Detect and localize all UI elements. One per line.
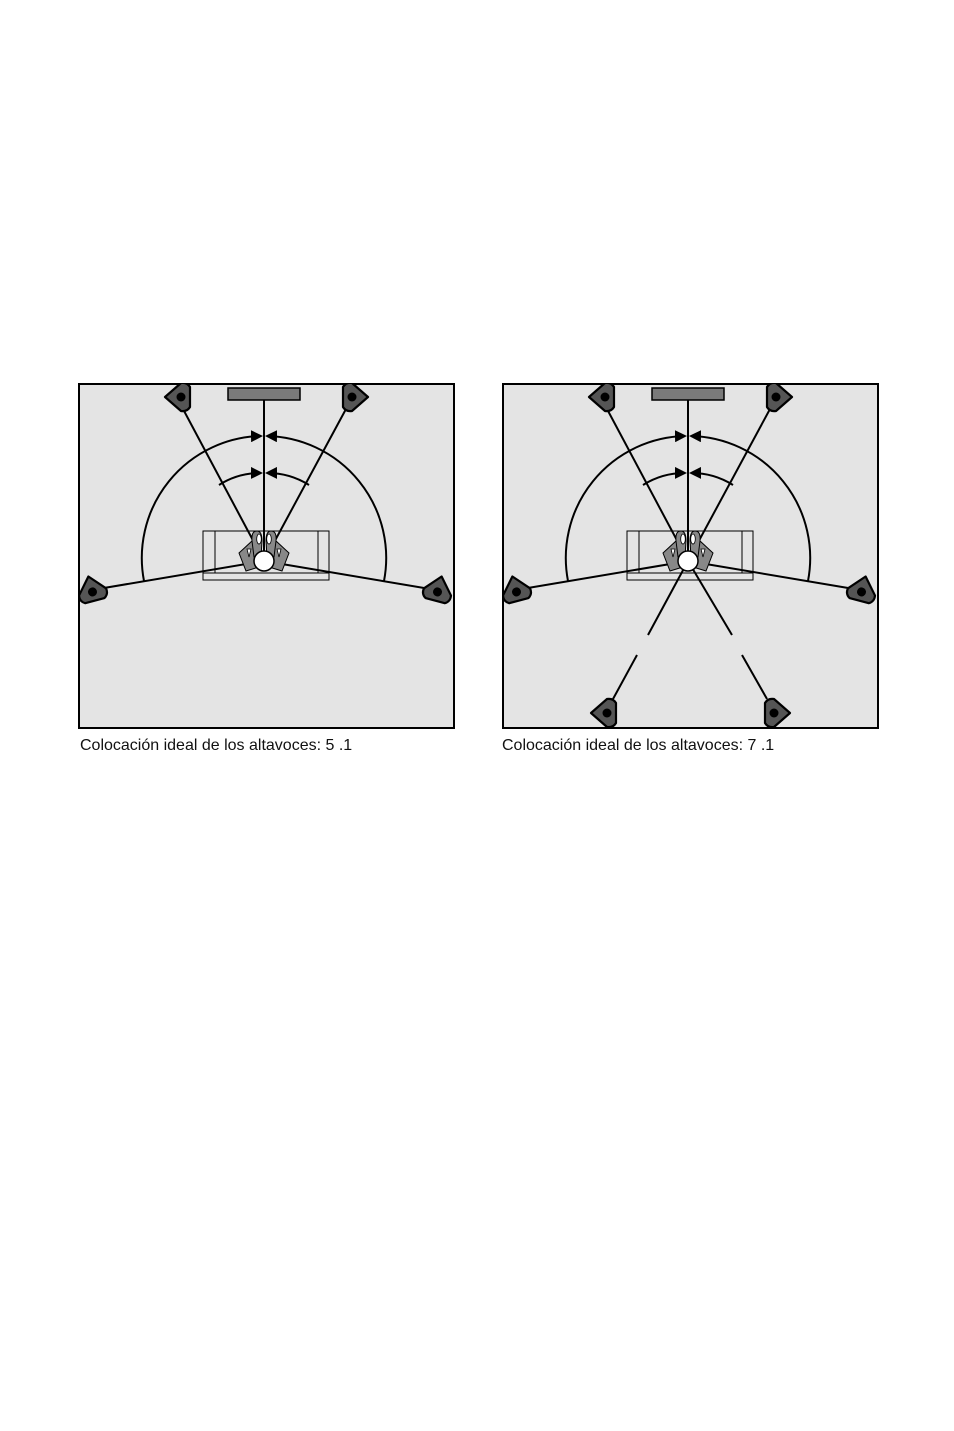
tv-screen (227, 387, 301, 401)
line-surround-right (687, 560, 861, 591)
line-back-left-near (647, 560, 689, 636)
arc-outer-right (265, 430, 388, 582)
caption-7-1: Colocación ideal de los altavoces: 7 .1 (502, 737, 775, 754)
speaker-layout-5-1-svg (78, 383, 455, 729)
tv-screen (651, 387, 725, 401)
line-front-left (606, 408, 689, 562)
speaker-layout-7-1-diagram (502, 383, 879, 730)
angle-arcs (140, 430, 388, 582)
angle-lines (91, 400, 437, 591)
angle-arcs (564, 430, 812, 582)
line-back-right-far (741, 654, 768, 700)
line-back-left-far (612, 654, 638, 700)
arc-inner-right (265, 466, 310, 486)
line-front-right (687, 408, 771, 562)
line-front-left (182, 408, 265, 562)
line-front-right (263, 408, 347, 562)
line-back-right-near (687, 560, 733, 636)
caption-5-1: Colocación ideal de los altavoces: 5 .1 (80, 737, 353, 754)
arc-inner-left (218, 466, 263, 486)
line-surround-left (91, 560, 265, 591)
speaker-layout-7-1-svg (502, 383, 879, 729)
arc-inner-right (689, 466, 734, 486)
arc-inner-left (642, 466, 687, 486)
speaker-layout-5-1-diagram (78, 383, 455, 730)
line-surround-left (515, 560, 689, 591)
arc-outer-right (689, 430, 812, 582)
angle-lines (515, 400, 861, 700)
arc-outer-left (564, 430, 687, 582)
arc-outer-left (140, 430, 263, 582)
line-surround-right (263, 560, 437, 591)
